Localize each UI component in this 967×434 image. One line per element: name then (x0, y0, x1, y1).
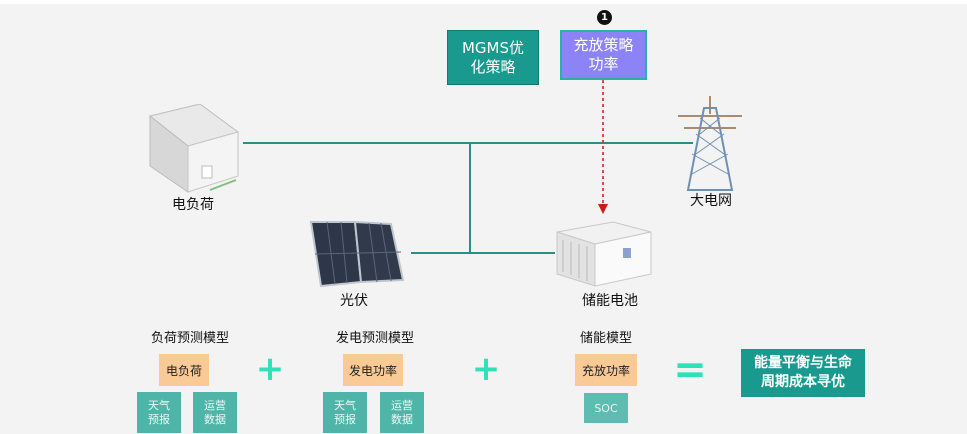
diagram-canvas: MGMS优 化策略 1 充放策略 功率 电负荷 大电网 光伏 (0, 4, 967, 434)
tower-icon (678, 96, 742, 191)
connection-lines (243, 80, 693, 254)
gen-model-title: 发电预测模型 (335, 330, 414, 346)
building-icon (148, 104, 240, 193)
load-operation-chip: 运营 数据 (193, 392, 237, 433)
result-box: 能量平衡与生命 周期成本寻优 (741, 349, 865, 397)
pv-label: 光伏 (340, 293, 368, 309)
load-label: 电负荷 (172, 197, 214, 213)
gen-weather-chip: 天气 预报 (323, 392, 367, 433)
load-weather-chip: 天气 预报 (137, 392, 181, 433)
storage-model-title: 储能模型 (579, 330, 632, 346)
storage-container-icon (556, 221, 652, 287)
gen-chip: 发电功率 (343, 354, 403, 386)
charge-strategy-box: 充放策略 功率 (560, 30, 647, 80)
mgms-strategy-box: MGMS优 化策略 (447, 30, 539, 85)
gen-operation-chip: 运营 数据 (380, 392, 424, 433)
storage-chip: 充放功率 (575, 354, 637, 386)
storage-label: 储能电池 (582, 293, 638, 309)
plus-operator-1: + (255, 349, 285, 389)
equals-operator: = (673, 347, 707, 393)
solar-panel-icon (309, 220, 405, 288)
control-arrowhead (598, 204, 608, 214)
load-model-title: 负荷预测模型 (150, 330, 229, 346)
soc-chip: SOC (584, 393, 628, 423)
grid-label: 大电网 (690, 193, 732, 209)
step-badge: 1 (597, 10, 612, 25)
load-chip: 电负荷 (159, 354, 209, 386)
plus-operator-2: + (471, 349, 501, 389)
